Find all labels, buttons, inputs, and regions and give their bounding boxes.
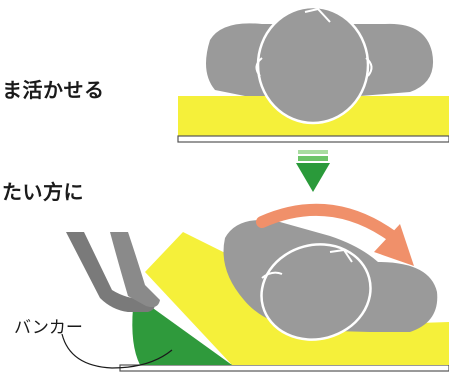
caption-top: ま活かせる xyxy=(2,78,105,102)
top-ear-left xyxy=(255,57,263,77)
top-ear-right xyxy=(365,57,373,77)
top-hair xyxy=(304,7,331,23)
hand-right xyxy=(110,232,160,308)
bumper-icon xyxy=(132,303,232,365)
bumper-leader-line xyxy=(61,333,173,369)
top-head xyxy=(256,5,370,125)
bottom-mattress-flat xyxy=(330,322,449,365)
curved-arrow-icon xyxy=(256,203,398,242)
bottom-bed-base xyxy=(119,364,449,372)
bottom-ear xyxy=(261,271,283,279)
bumper-label: バンカー xyxy=(14,318,83,338)
down-arrow-icon xyxy=(296,150,330,192)
bottom-hair xyxy=(329,248,353,263)
top-bed-base xyxy=(177,135,449,143)
hand-left xyxy=(66,232,155,312)
curved-arrow-head xyxy=(374,224,414,266)
caption-middle: たい方に xyxy=(2,180,84,204)
top-scene xyxy=(177,5,449,143)
bottom-head xyxy=(260,243,372,341)
bottom-scene xyxy=(61,203,449,372)
